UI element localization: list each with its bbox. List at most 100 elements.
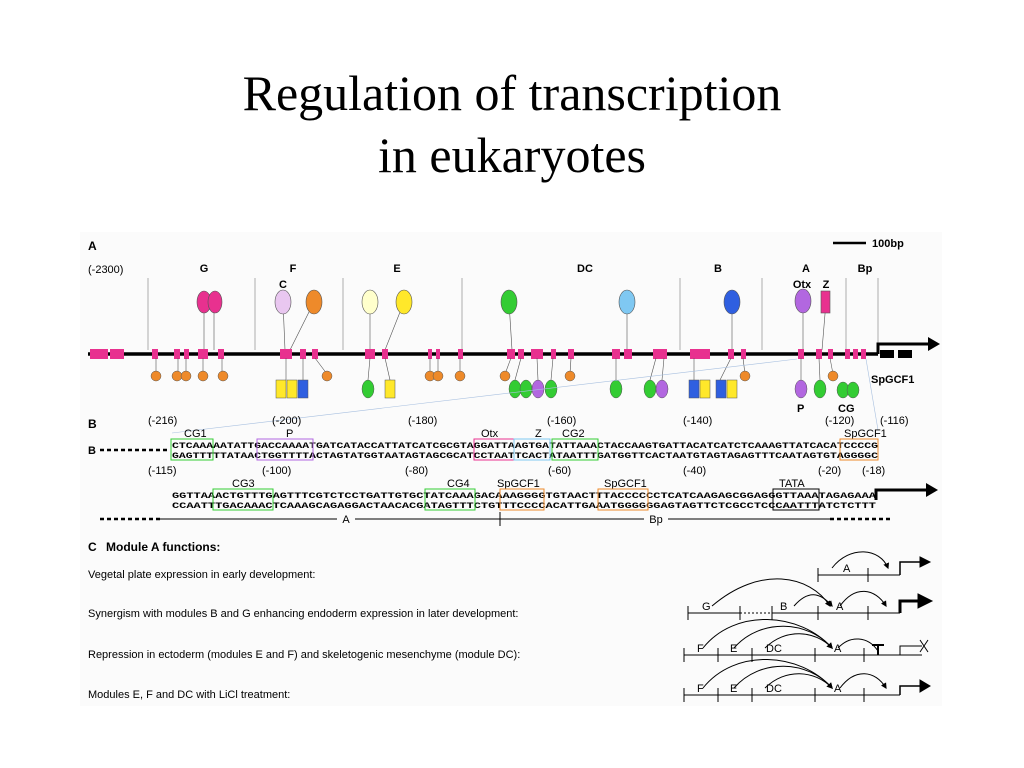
tss-arrow-head bbox=[928, 337, 940, 351]
slide-title: Regulation of transcription in eukaryote… bbox=[0, 62, 1024, 186]
binding-sites bbox=[90, 349, 866, 359]
panel-c: C Module A functions: Vegetal plate expr… bbox=[88, 540, 934, 702]
zoom-guides bbox=[171, 358, 879, 434]
region-bp-bg bbox=[644, 512, 668, 525]
panel-a: A (-2300) 100bp G F E DC B A Bp C Otx Z bbox=[88, 238, 940, 434]
function-row-3-diagram bbox=[683, 619, 929, 662]
factor-label-spgcf1: SpGCF1 bbox=[871, 374, 914, 386]
title-line-2: in eukaryotes bbox=[378, 127, 646, 183]
row2-pos-5: (-20) bbox=[818, 465, 841, 477]
row1-pos-4: (-140) bbox=[683, 415, 712, 427]
factor-label-c: C bbox=[279, 279, 287, 291]
lower-large-factors bbox=[275, 379, 860, 399]
row1-pos-2: (-180) bbox=[408, 415, 437, 427]
function-row-4-text: Modules E, F and DC with LiCl treatment: bbox=[88, 689, 290, 701]
factor-b bbox=[723, 289, 741, 315]
factor-dc1 bbox=[500, 289, 518, 315]
region-label-bp: Bp bbox=[649, 514, 662, 526]
row3-module-dc: DC bbox=[766, 643, 782, 655]
panel-c-label: C bbox=[88, 540, 97, 554]
panel-a-label: A bbox=[88, 239, 97, 253]
row1-site-cg1: CG1 bbox=[184, 428, 207, 440]
row1-pos-6: (-116) bbox=[880, 415, 909, 427]
factor-label-cg: CG bbox=[838, 403, 855, 415]
module-label-dc: DC bbox=[577, 263, 593, 275]
row2-bottom-sequence: CCAATTTGACAAACTCAAAGCAGAGGACTAACACGATAGT… bbox=[172, 501, 876, 511]
function-row-1-diagram bbox=[817, 551, 932, 582]
row2-pos-4: (-40) bbox=[683, 465, 706, 477]
exon-block-1 bbox=[880, 350, 894, 358]
row2-site-spgcf1-a: SpGCF1 bbox=[497, 478, 540, 490]
factor-e1 bbox=[361, 289, 379, 315]
module-label-a: A bbox=[802, 263, 810, 275]
tss-arrow bbox=[876, 342, 932, 354]
region-label-a: A bbox=[342, 514, 350, 526]
panel-c-heading: Module A functions: bbox=[106, 540, 220, 554]
function-row-4-diagram bbox=[683, 659, 931, 702]
row2-pos-3: (-60) bbox=[548, 465, 571, 477]
scale-label: 100bp bbox=[872, 238, 904, 250]
panel-b: B (-216) (-200) (-180) (-160) (-140) (-1… bbox=[88, 415, 938, 526]
row1-site-otx: Otx bbox=[481, 428, 499, 440]
row3-module-f: F bbox=[697, 643, 704, 655]
function-row-2-diagram bbox=[687, 578, 934, 620]
row2-pos-2: (-80) bbox=[405, 465, 428, 477]
row1-site-spgcf1: SpGCF1 bbox=[844, 428, 887, 440]
row1-bottom-sequence: GAGTTTTTATAACTGGTTTTACTAGTATGGTAATAGTAGC… bbox=[172, 451, 878, 461]
row2-pos-6: (-18) bbox=[862, 465, 885, 477]
row4-module-e: E bbox=[730, 683, 737, 695]
module-label-b: B bbox=[714, 263, 722, 275]
title-line-1: Regulation of transcription bbox=[242, 65, 782, 121]
factor-c bbox=[274, 289, 292, 315]
row4-module-a: A bbox=[834, 683, 842, 695]
factor-otx bbox=[794, 288, 812, 314]
lower-small-factors bbox=[150, 370, 839, 382]
row4-module-f: F bbox=[697, 683, 704, 695]
function-row-3-text: Repression in ectoderm (modules E and F)… bbox=[88, 649, 520, 661]
factor-label-z: Z bbox=[823, 279, 830, 291]
row2-module-b: B bbox=[780, 601, 787, 613]
row1-site-z: Z bbox=[535, 428, 542, 440]
row4-module-dc: DC bbox=[766, 683, 782, 695]
row2-top-sequence: GGTTAAACTGTTTGAGTTTCGTCTCCTGATTGTGCTATCA… bbox=[172, 491, 877, 501]
row3-module-e: E bbox=[730, 643, 737, 655]
row2-site-spgcf1-b: SpGCF1 bbox=[604, 478, 647, 490]
row1-site-cg2: CG2 bbox=[562, 428, 585, 440]
row2-pos-1: (-100) bbox=[262, 465, 291, 477]
factor-z bbox=[820, 290, 831, 314]
row1-site-p: P bbox=[286, 428, 293, 440]
row1-site-boxes bbox=[170, 438, 879, 461]
row2-pos-0: (-115) bbox=[148, 465, 177, 477]
row2-module-a: A bbox=[836, 601, 844, 613]
row2-site-cg3: CG3 bbox=[232, 478, 255, 490]
function-row-2-text: Synergism with modules B and G enhancing… bbox=[88, 608, 518, 620]
module-label-bp: Bp bbox=[858, 263, 873, 275]
row2-tss-arrow-head bbox=[926, 483, 938, 497]
row1-module-a: A bbox=[843, 563, 851, 575]
exon-block-2 bbox=[898, 350, 912, 358]
panel-b-label: B bbox=[88, 417, 97, 431]
factor-f bbox=[305, 289, 323, 315]
module-label-f: F bbox=[290, 263, 297, 275]
module-boundaries bbox=[147, 278, 879, 350]
row1-pos-5: (-120) bbox=[825, 415, 854, 427]
factor-label-p: P bbox=[797, 403, 804, 415]
factor-e2 bbox=[395, 289, 413, 315]
row2-tss-arrow bbox=[874, 488, 930, 500]
row2-site-boxes bbox=[212, 488, 820, 511]
row3-module-a: A bbox=[834, 643, 842, 655]
factor-label-otx: Otx bbox=[793, 279, 812, 291]
row1-pos-1: (-200) bbox=[272, 415, 301, 427]
row2-site-cg4: CG4 bbox=[447, 478, 470, 490]
row1-pos-3: (-160) bbox=[547, 415, 576, 427]
row2-site-tata: TATA bbox=[779, 478, 805, 490]
function-row-1-text: Vegetal plate expression in early develo… bbox=[88, 569, 315, 581]
region-a-bg bbox=[337, 512, 355, 525]
module-label-e: E bbox=[393, 263, 400, 275]
upper-factors bbox=[196, 288, 831, 351]
module-label-g: G bbox=[200, 263, 209, 275]
factor-g2 bbox=[207, 290, 223, 314]
row1-top-sequence: CTCAAAAATATTGACCAAAATGATCATACCATTATCATCG… bbox=[172, 441, 878, 451]
row1-pos-0: (-216) bbox=[148, 415, 177, 427]
